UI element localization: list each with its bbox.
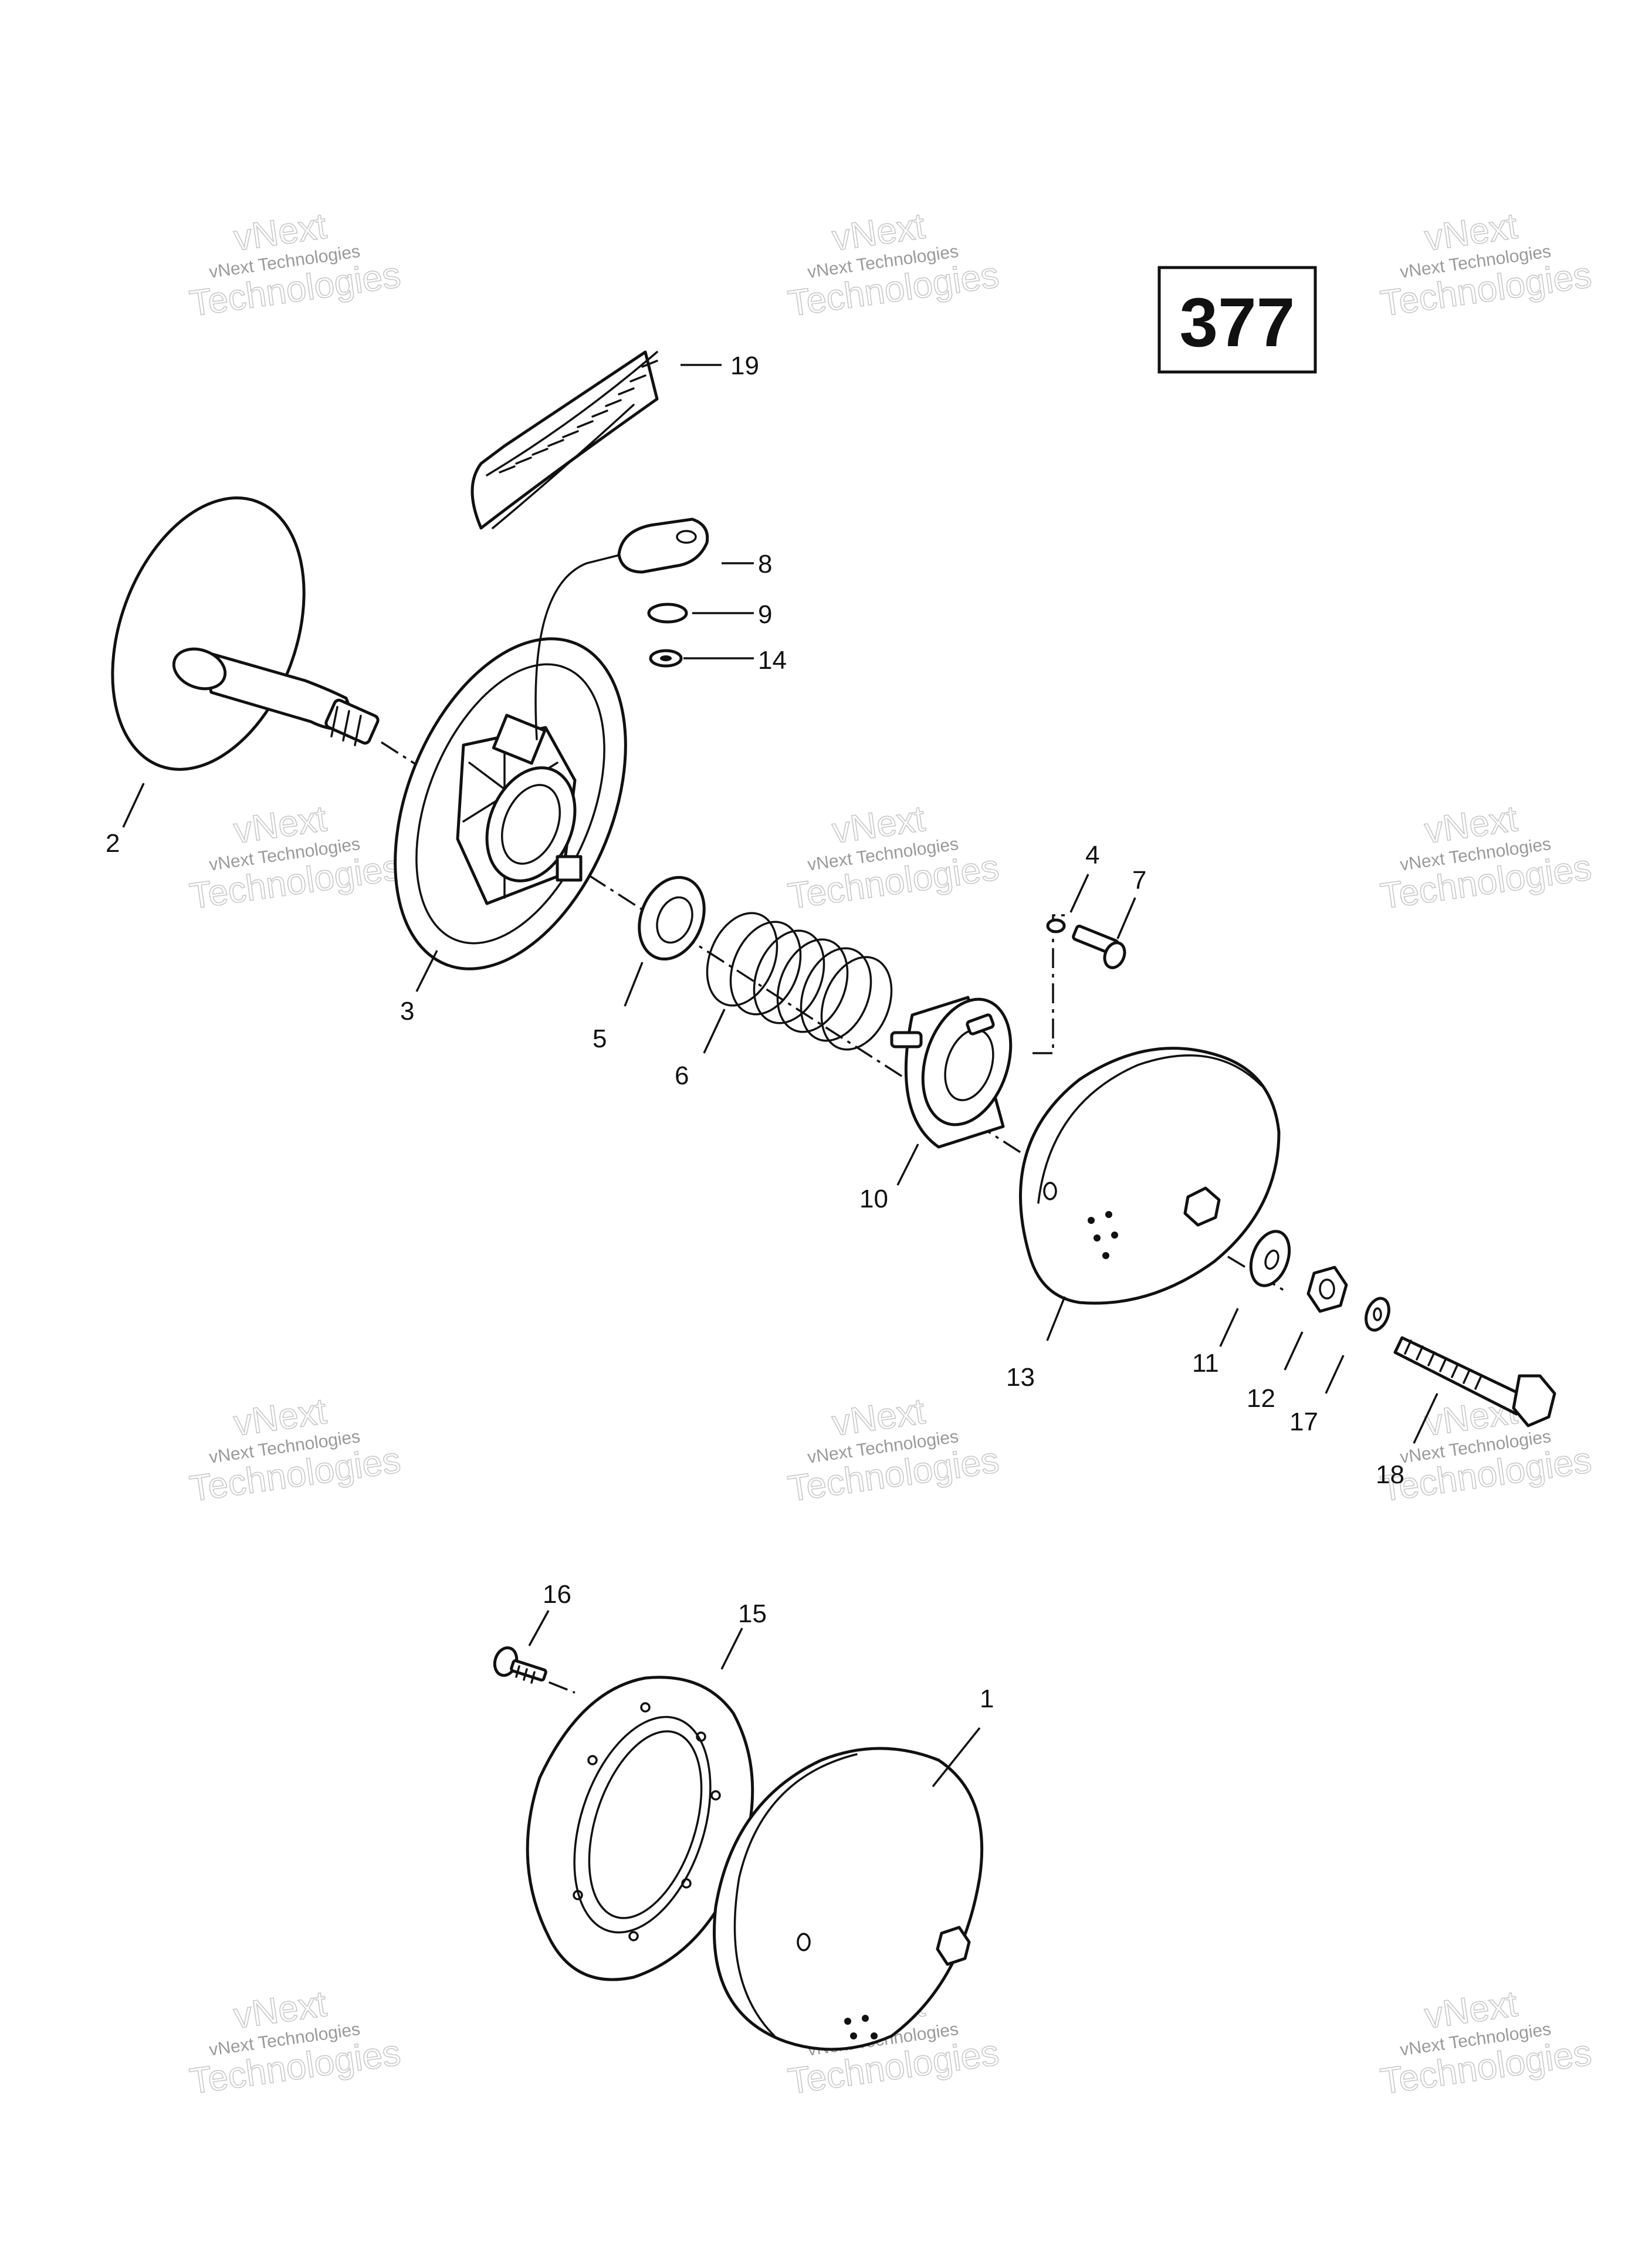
callout-11: 11 [1192, 1349, 1219, 1378]
cover-front-rim [733, 1753, 858, 2037]
watermark: vNext vNext Technologies Technologies [785, 798, 1002, 918]
movable-sheave-rim [415, 663, 605, 945]
part-15-ring [526, 1676, 754, 1981]
callout-2: 2 [106, 829, 120, 858]
part-19-drive-belt [470, 350, 659, 530]
part-2-fixed-sheave [111, 496, 380, 771]
part-12-nut [1306, 1266, 1348, 1313]
part-1-cover [713, 1747, 984, 2051]
part-5-retainer [638, 875, 706, 961]
sheave-disc [111, 496, 306, 771]
callout-6: 6 [675, 1061, 689, 1090]
part-18-bolt [1393, 1336, 1556, 1427]
callouts: 19 8 9 14 2 3 5 6 10 4 7 13 11 12 17 18 … [106, 351, 1404, 1713]
part-10-spring-cup [890, 996, 1013, 1149]
ramp-hole [676, 530, 697, 544]
callout-14: 14 [758, 646, 787, 675]
thread-lines [330, 706, 362, 746]
callout-5: 5 [593, 1024, 607, 1053]
part-13-cover [1019, 1047, 1281, 1305]
callout-7: 7 [1132, 866, 1146, 895]
belt-teeth [499, 360, 658, 473]
main-axis-upper [381, 741, 1045, 1169]
watermark: vNext vNext Technologies Technologies [187, 205, 404, 325]
callout-18: 18 [1376, 1460, 1404, 1489]
screw-axis [1032, 914, 1068, 1054]
cover-rim-line [1037, 1054, 1262, 1204]
callout-17: 17 [1289, 1408, 1318, 1436]
watermarks: vNext vNext Technologies Technologies vN… [187, 205, 1595, 2103]
watermark: vNext vNext Technologies Technologies [187, 798, 404, 918]
callout-10: 10 [859, 1185, 888, 1213]
hub-lug [556, 855, 583, 882]
callout-3: 3 [400, 997, 414, 1026]
hub-bore [500, 784, 561, 865]
callout-4: 4 [1085, 841, 1099, 870]
part-16-screw [493, 1646, 547, 1684]
watermark: vNext vNext Technologies Technologies [785, 1391, 1002, 1510]
watermark: vNext vNext Technologies Technologies [785, 205, 1002, 325]
watermark: vNext vNext Technologies Technologies [187, 1391, 404, 1510]
callout-15: 15 [738, 1599, 767, 1628]
part-14-lock-washer [649, 649, 683, 668]
part-8-ramp [617, 517, 709, 574]
part-17-lock-washer [1365, 1297, 1390, 1332]
watermark: vNext vNext Technologies Technologies [1377, 205, 1595, 325]
part-8-leader-curve [534, 553, 623, 740]
part-7-screw [1072, 925, 1126, 969]
callout-8: 8 [758, 550, 772, 579]
part-11-washer [1249, 1230, 1291, 1287]
sheave-hub [485, 766, 577, 882]
ramp-body [617, 517, 709, 574]
shaft-base [172, 647, 227, 691]
callout-13: 13 [1006, 1363, 1035, 1392]
diagram-number-box: 377 [1157, 266, 1317, 374]
callout-9: 9 [758, 600, 772, 629]
callout-16: 16 [543, 1580, 571, 1609]
belt-inner-edge [486, 351, 658, 476]
shaft-thread [324, 698, 380, 745]
callout-1: 1 [980, 1684, 994, 1713]
diagram-number-frame [1157, 266, 1317, 374]
belt-body [470, 350, 659, 530]
ramp-tab [492, 713, 547, 765]
callout-12: 12 [1247, 1384, 1275, 1413]
part-9-washer [647, 603, 688, 624]
watermark: vNext vNext Technologies Technologies [1377, 798, 1595, 918]
callout-19: 19 [730, 351, 759, 380]
part-4-washer [1046, 918, 1066, 933]
part-6-spring [706, 912, 893, 1051]
part-3-movable-sheave [394, 637, 627, 970]
watermark: vNext vNext Technologies Technologies [187, 1983, 404, 2103]
leader-lines [122, 364, 1438, 1788]
diagram-number: 377 [1180, 284, 1295, 361]
watermark: vNext vNext Technologies Technologies [1377, 1983, 1595, 2103]
belt-outer-edge [492, 404, 635, 529]
watermark: vNext vNext Technologies Technologies [1377, 1391, 1595, 1510]
